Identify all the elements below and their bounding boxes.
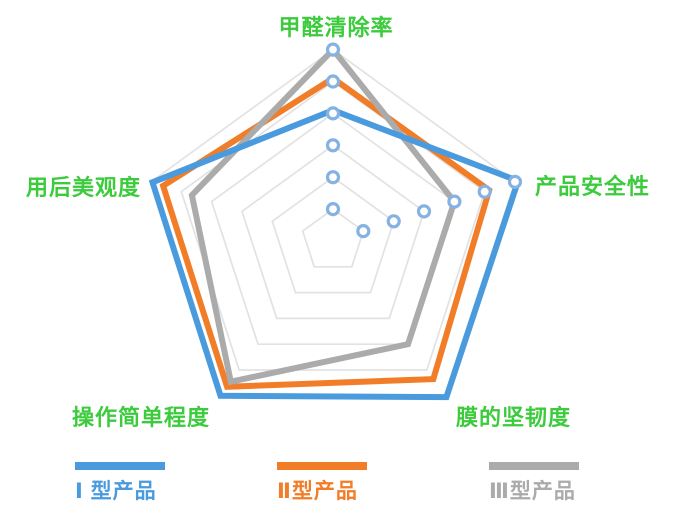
axis-label-product-safety: 产品安全性 (535, 174, 651, 199)
legend-item-type2: Ⅱ型产品 (277, 462, 367, 505)
ring-marker-dot (325, 42, 341, 57)
legend-label-type3: Ⅲ型产品 (489, 480, 576, 503)
grid-ring-3 (241, 144, 425, 320)
ring-marker-dot (325, 138, 341, 153)
legend-label-type2: Ⅱ型产品 (277, 480, 358, 503)
legend-swatch-type3 (489, 462, 579, 470)
ring-marker-dot (325, 106, 341, 121)
legend-swatch-type2 (277, 462, 367, 470)
ring-marker-dot (325, 170, 341, 185)
ring-marker-dot (416, 204, 432, 219)
axis-label-operation-simplicity: 操作简单程度 (72, 405, 211, 430)
legend-label-type1: Ⅰ 型产品 (75, 480, 157, 503)
ring-marker-dot (325, 202, 341, 217)
ring-marker-dot (507, 174, 523, 189)
grid-ring-5 (180, 80, 486, 371)
grid-ring-2 (271, 176, 395, 294)
series-line-type1 (148, 106, 522, 401)
grid-ring-1 (301, 208, 365, 268)
ring-marker-dot (447, 194, 462, 209)
ring-marker-dot (477, 184, 492, 199)
axis-label-film-toughness: 膜的坚韧度 (456, 405, 572, 430)
series-line-type3 (188, 45, 458, 386)
legend-item-type1: Ⅰ 型产品 (75, 462, 165, 505)
axis-label-post-use-aesthetics: 用后美观度 (26, 175, 142, 200)
grid-ring-4 (210, 112, 456, 346)
ring-marker-dot (356, 224, 371, 239)
legend-item-type3: Ⅲ型产品 (489, 462, 579, 505)
ring-marker-dot (325, 74, 341, 89)
ring-marker-dot (386, 214, 401, 229)
axis-label-formaldehyde-removal-rate: 甲醛清除率 (278, 15, 394, 40)
legend-swatch-type1 (75, 462, 165, 470)
series-line-type2 (159, 74, 493, 390)
